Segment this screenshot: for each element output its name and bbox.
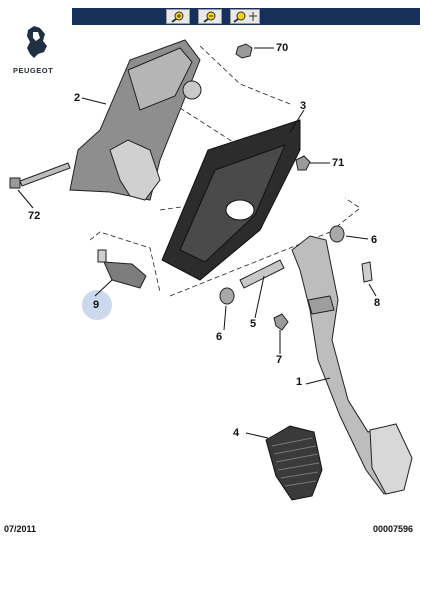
callout-72: 72 xyxy=(28,210,41,222)
zoom-out-button[interactable] xyxy=(198,9,222,24)
callout-6-left: 6 xyxy=(216,331,223,343)
zoom-in-icon xyxy=(171,11,184,23)
callout-highlight xyxy=(82,290,112,320)
footer-date: 07/2011 xyxy=(4,524,37,534)
bushing-6-top xyxy=(329,225,345,243)
zoom-out-icon xyxy=(203,11,216,23)
nut-70 xyxy=(235,43,253,59)
callout-5: 5 xyxy=(250,318,257,330)
stop-switch xyxy=(97,249,147,289)
zoom-in-button[interactable] xyxy=(166,9,190,24)
pedal-arm xyxy=(291,235,413,495)
footer-code: 00007596 xyxy=(373,524,414,534)
gasket-plate xyxy=(161,119,301,281)
callout-8: 8 xyxy=(374,297,381,309)
brand-name: PEUGEOT xyxy=(13,66,54,75)
lion-logo-icon xyxy=(27,26,47,58)
callout-3: 3 xyxy=(300,100,307,112)
zoom-fit-button[interactable] xyxy=(230,9,260,24)
pedal-pad xyxy=(265,425,323,501)
brand-logo: PEUGEOT xyxy=(0,8,72,80)
screw-7 xyxy=(273,313,289,331)
callout-9: 9 xyxy=(93,299,100,311)
pivot-shaft xyxy=(239,259,285,289)
callout-71: 71 xyxy=(332,157,345,169)
callout-4: 4 xyxy=(233,427,240,439)
zoom-fit-icon xyxy=(233,11,257,23)
callout-70: 70 xyxy=(276,42,289,54)
pedal-bracket xyxy=(69,39,202,201)
callout-1: 1 xyxy=(296,376,303,388)
callout-7: 7 xyxy=(276,354,283,366)
clip-8 xyxy=(361,261,373,283)
leader-lines xyxy=(17,47,377,439)
callout-6-top: 6 xyxy=(371,234,378,246)
bushing-6-left xyxy=(219,287,235,305)
callout-2: 2 xyxy=(74,92,81,104)
bolt-72 xyxy=(9,162,71,189)
nut-71 xyxy=(295,155,311,171)
